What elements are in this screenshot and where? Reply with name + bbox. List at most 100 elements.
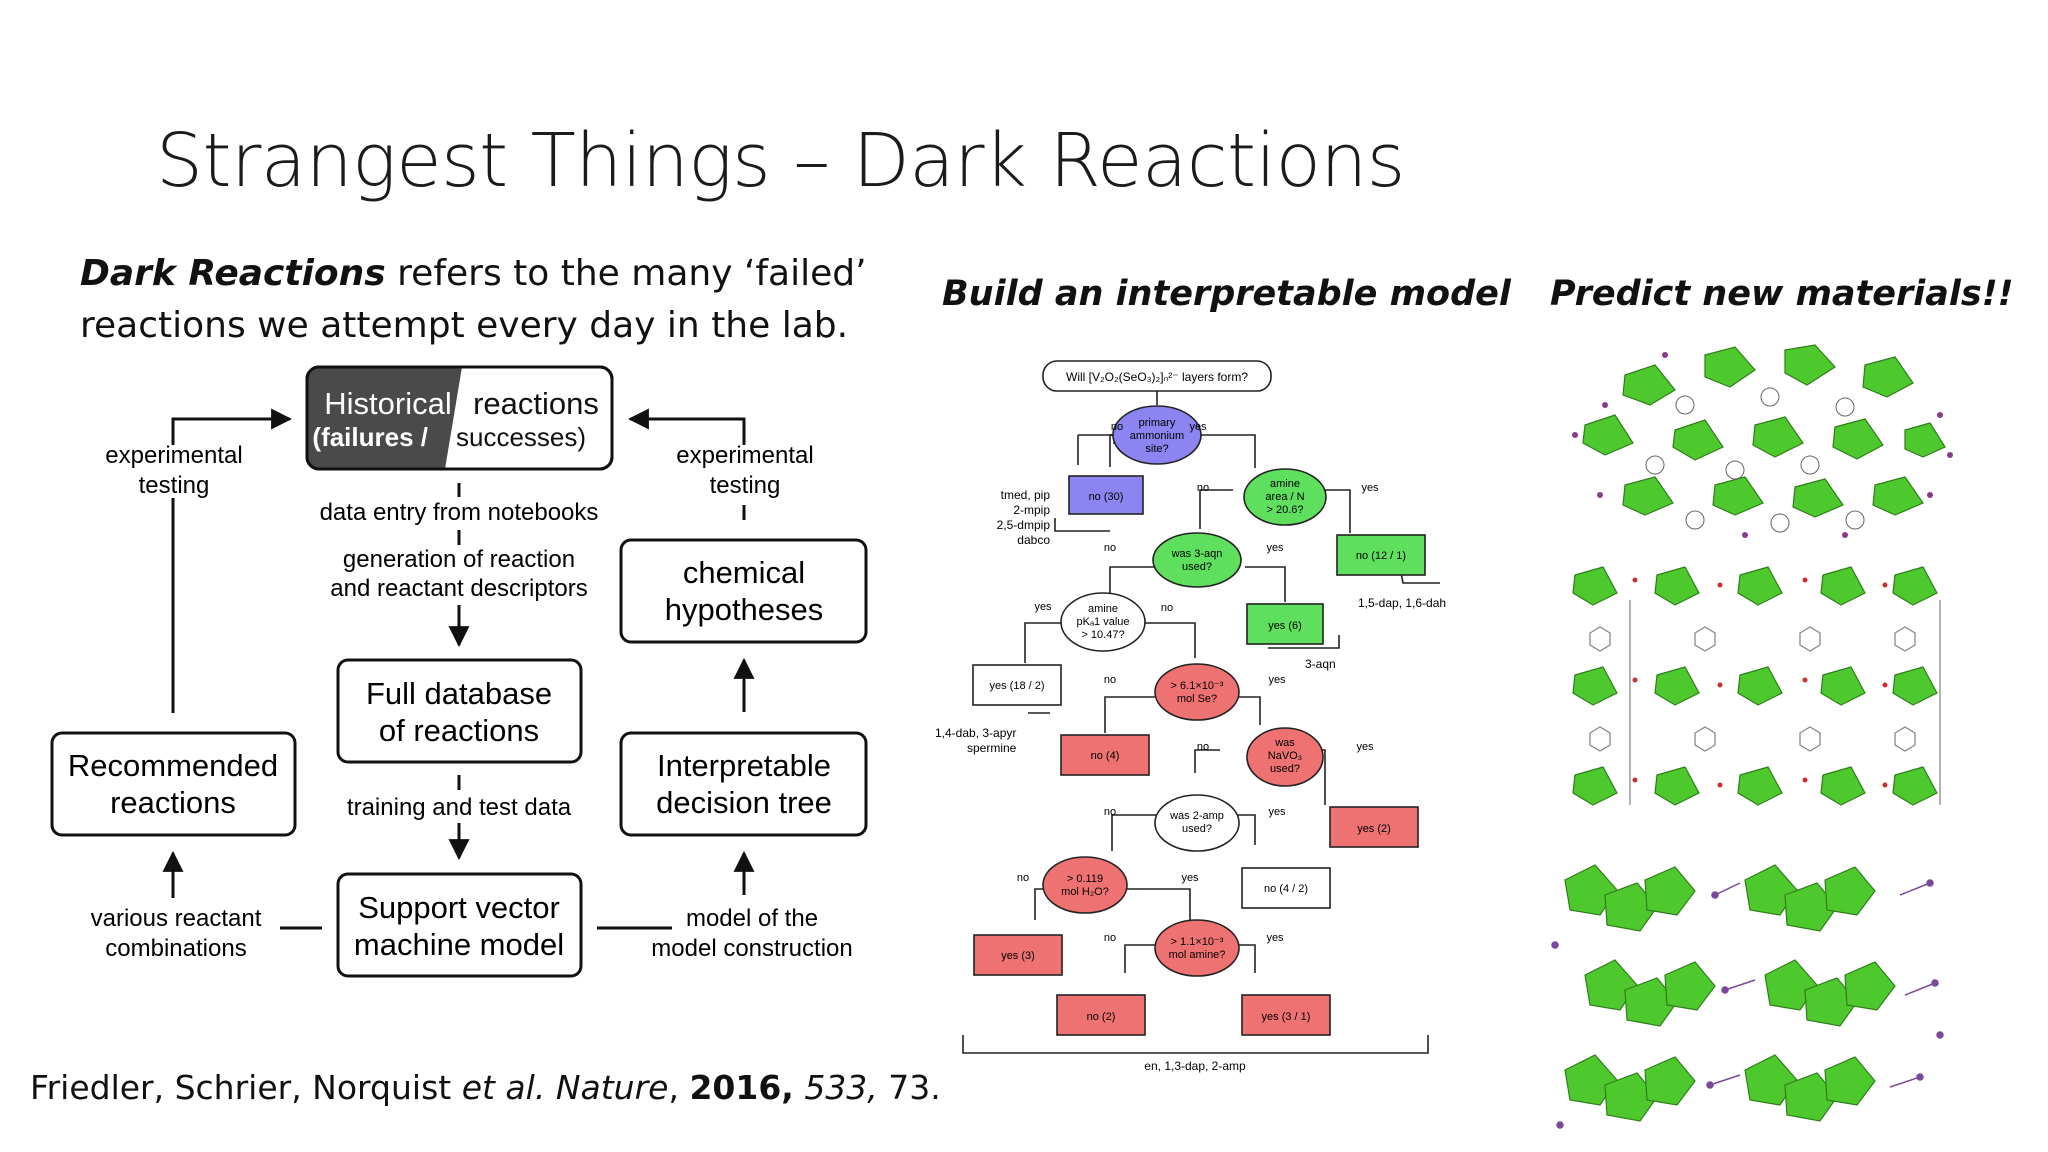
historical-reactions-box: Historical reactions (failures / success… xyxy=(305,365,614,471)
leaf-text: yes (6) xyxy=(1268,620,1302,632)
generation-label-2: and reactant descriptors xyxy=(330,575,587,602)
leaf-no-4-2: no (4 / 2) xyxy=(1241,867,1331,909)
tree-root-node: Will [V₂O₂(SeO₃)₂]ₙ²⁻ layers form? xyxy=(1042,360,1272,392)
node-text: ammonium xyxy=(1130,430,1184,442)
generation-label-1: generation of reaction xyxy=(343,546,575,573)
leaf-yes-3: yes (3) xyxy=(973,934,1063,976)
node-mol-se: > 6.1×10⁻³ mol Se? xyxy=(1154,663,1240,721)
leaf-text: yes (3) xyxy=(1001,950,1035,962)
aqn-label: 3-aqn xyxy=(1305,657,1336,671)
full-db-label-2: of reactions xyxy=(379,713,539,748)
interp-label-2: decision tree xyxy=(656,785,832,820)
bottom-list: en, 1,3-dap, 2-amp xyxy=(1144,1059,1246,1073)
failures-label: (failures / xyxy=(312,422,428,452)
historical-light-label: reactions xyxy=(473,386,599,421)
data-entry-label: data entry from notebooks xyxy=(320,499,599,526)
recommended-label-1: Recommended xyxy=(68,748,278,783)
svm-label-2: machine model xyxy=(354,927,564,962)
svm-box: Support vector machine model xyxy=(336,872,583,978)
leaf-yes-2: yes (2) xyxy=(1329,806,1419,848)
node-text: > 1.1×10⁻³ xyxy=(1171,936,1224,948)
node-text: amine xyxy=(1088,603,1118,615)
citation-authors: Friedler, Schrier, Norquist xyxy=(30,1068,462,1107)
node-navo3: was NaVO₃ used? xyxy=(1246,727,1324,787)
citation-page: 73. xyxy=(877,1068,941,1107)
full-database-box: Full database of reactions xyxy=(336,658,583,764)
node-text: mol amine? xyxy=(1169,949,1226,961)
citation-year: 2016, xyxy=(689,1068,794,1107)
leaf-text: yes (18 / 2) xyxy=(989,680,1044,692)
leaf-yes-6: yes (6) xyxy=(1246,603,1324,645)
citation-comma: , xyxy=(668,1068,690,1107)
intro-term: Dark Reactions xyxy=(80,253,386,294)
recommended-label-2: reactions xyxy=(110,785,236,820)
model-of-label-1: model of the xyxy=(686,905,818,932)
edge-label-no: no xyxy=(1017,872,1029,884)
citation: Friedler, Schrier, Norquist et al. Natur… xyxy=(30,1068,941,1107)
leaf-text: no (2) xyxy=(1087,1011,1116,1023)
node-text: > 10.47? xyxy=(1081,629,1124,641)
citation-etal: et al. xyxy=(461,1068,546,1107)
edge-label-yes: yes xyxy=(1034,601,1052,613)
node-text: used? xyxy=(1270,763,1300,775)
left-list-1: tmed, pip xyxy=(1001,488,1051,502)
node-mol-amine: > 1.1×10⁻³ mol amine? xyxy=(1154,919,1240,977)
node-text: amine xyxy=(1270,478,1300,490)
edge-label-no: no xyxy=(1197,482,1209,494)
edge-label-yes: yes xyxy=(1356,741,1374,753)
edge-label-yes: yes xyxy=(1268,806,1286,818)
edge-label-no: no xyxy=(1161,602,1173,614)
intro-text: Dark Reactions refers to the many ‘faile… xyxy=(80,248,900,352)
exp-testing-right-2: testing xyxy=(710,472,781,499)
svm-label-1: Support vector xyxy=(358,890,560,925)
various-label-1: various reactant xyxy=(91,905,262,932)
successes-label: successes) xyxy=(456,422,586,452)
leaf-yes-18-2: yes (18 / 2) xyxy=(972,664,1062,706)
right-testing-arrow xyxy=(627,408,746,445)
leaf-text: yes (3 / 1) xyxy=(1262,1011,1311,1023)
dab-list-2: spermine xyxy=(967,741,1017,755)
node-pka: amine pKₐ1 value > 10.47? xyxy=(1060,592,1146,652)
node-text: mol Se? xyxy=(1177,693,1217,705)
edge-label-no: no xyxy=(1197,741,1209,753)
citation-volume: 533, xyxy=(793,1068,878,1107)
node-text: used? xyxy=(1182,561,1212,573)
node-text: > 20.6? xyxy=(1266,504,1303,516)
citation-journal: Nature xyxy=(545,1068,669,1107)
chem-hyp-label-2: hypotheses xyxy=(665,592,824,627)
edge-label-yes: yes xyxy=(1268,674,1286,686)
node-text: primary xyxy=(1139,417,1176,429)
intro-rest: refers to the many ‘failed’ reactions we… xyxy=(80,253,867,346)
node-primary-ammonium: primary ammonium site? xyxy=(1112,405,1202,465)
left-list-3: 2,5-dmpip xyxy=(997,518,1051,532)
interp-label-1: Interpretable xyxy=(657,748,831,783)
historical-dark-label: Historical xyxy=(324,386,451,421)
edge-label-yes: yes xyxy=(1189,421,1207,433)
node-text: was xyxy=(1274,737,1295,749)
model-of-label-2: model construction xyxy=(651,935,852,962)
node-amine-area: amine area / N > 20.6? xyxy=(1243,468,1327,526)
edge-label-yes: yes xyxy=(1266,542,1284,554)
various-label-2: combinations xyxy=(105,935,246,962)
node-text: was 2-amp xyxy=(1169,810,1224,822)
leaf-yes-3-1: yes (3 / 1) xyxy=(1241,994,1331,1036)
decision-tree-box: Interpretable decision tree xyxy=(619,731,868,837)
node-text: > 0.119 xyxy=(1067,873,1103,885)
chemical-hypotheses-box: chemical hypotheses xyxy=(619,538,868,644)
full-db-label-1: Full database xyxy=(366,676,552,711)
leaf-no-2: no (2) xyxy=(1056,994,1146,1036)
edge-label-no: no xyxy=(1104,542,1116,554)
node-3aqn: was 3-aqn used? xyxy=(1152,532,1242,588)
node-text: site? xyxy=(1145,443,1168,455)
workflow-diagram: Historical reactions (failures / success… xyxy=(50,365,868,978)
node-text: > 6.1×10⁻³ xyxy=(1171,680,1224,692)
exp-testing-right-1: experimental xyxy=(676,442,813,469)
leaf-text: yes (2) xyxy=(1357,823,1391,835)
tree-heading: Build an interpretable model xyxy=(942,274,1511,314)
recommended-reactions-box: Recommended reactions xyxy=(50,731,297,837)
crystal-structures-image xyxy=(1551,344,1953,1129)
materials-heading: Predict new materials!! xyxy=(1550,274,2014,314)
edge-label-no: no xyxy=(1104,806,1116,818)
slide-title: Strangest Things – Dark Reactions xyxy=(156,118,1405,204)
node-text: was 3-aqn xyxy=(1171,548,1223,560)
